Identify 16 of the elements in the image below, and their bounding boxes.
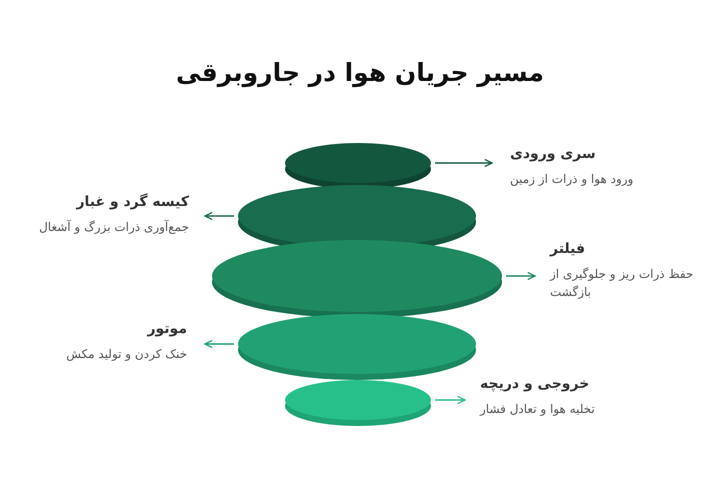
arrow <box>204 340 234 348</box>
arrow <box>435 158 493 168</box>
step-description: خنک کردن و تولید مکش <box>65 346 187 364</box>
arrow <box>435 396 466 404</box>
arrow <box>204 212 234 220</box>
step-heading: سری ورودی <box>510 145 597 164</box>
step-heading: خروجی و دریچه <box>480 375 590 394</box>
step-heading: فیلتر <box>550 240 586 258</box>
arrow <box>506 272 536 280</box>
step-heading: موتور <box>146 320 187 338</box>
step-description: جمع‌آوری ذرات بزرگ و آشغال <box>38 219 189 236</box>
step-heading: کیسه گرد و غبار <box>74 193 189 212</box>
step-description: حفظ ذرات ریز و جلوگیری از بازگشت <box>550 266 694 301</box>
step-description: ورود هوا و ذرات از زمین <box>510 171 634 188</box>
step-description: تخلیه هوا و تعادل فشار <box>480 401 596 418</box>
diagram-title: مسیر جریان هوا در جاروبرقی <box>175 58 545 87</box>
